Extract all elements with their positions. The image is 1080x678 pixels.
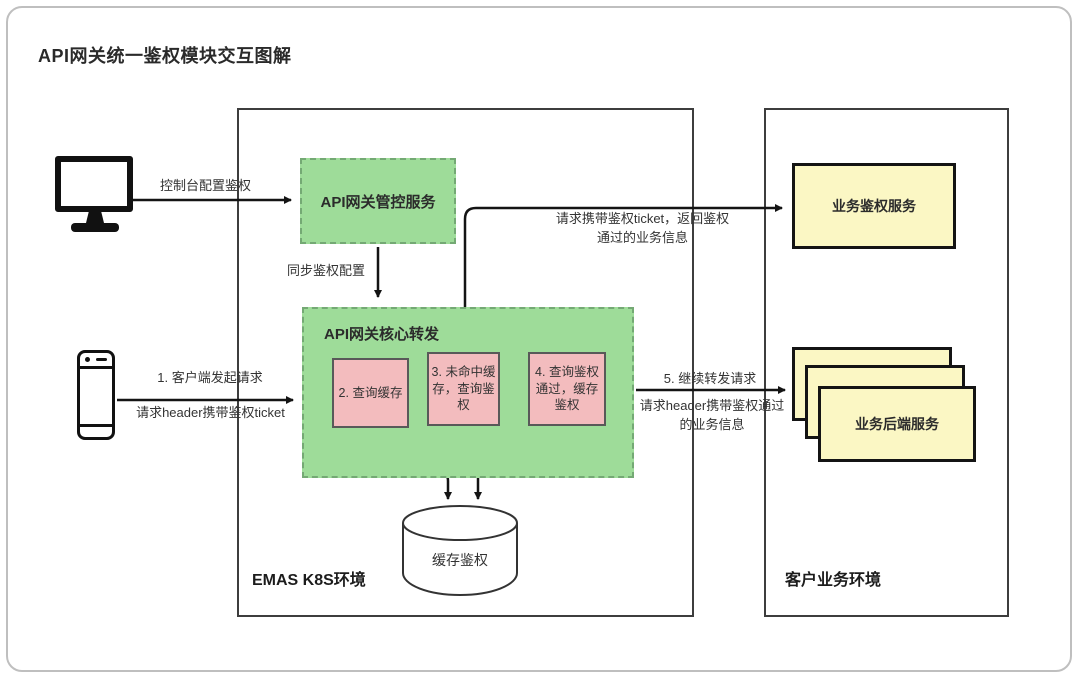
node-step4-cache-auth: 4. 查询鉴权通过，缓存鉴权: [528, 352, 606, 426]
edge-label-continue-forward: 5. 继续转发请求: [663, 371, 757, 386]
emas-environment-container: EMAS K8S环境: [237, 108, 694, 617]
node-step2-query-cache: 2. 查询缓存: [332, 358, 409, 428]
node-business-auth-service: 业务鉴权服务: [792, 163, 956, 249]
node-step3-cache-miss: 3. 未命中缓存，查询鉴权: [427, 352, 500, 426]
phone-speaker-dash: [96, 358, 107, 361]
edge-label-ticket-return: 请求携带鉴权ticket，返回鉴权通过的业务信息: [555, 211, 730, 245]
customer-environment-container: 客户业务环境: [764, 108, 1009, 617]
console-monitor-icon: [55, 156, 135, 232]
monitor-base: [71, 223, 119, 232]
node-business-backend-service: 业务后端服务: [818, 386, 976, 462]
phone-home-band: [80, 424, 112, 437]
edge-label-forward-header-info: 请求header携带鉴权通过的业务信息: [639, 398, 785, 432]
customer-environment-label: 客户业务环境: [785, 572, 882, 589]
monitor-stand: [86, 212, 104, 223]
gateway-core-label: API网关核心转发: [324, 326, 440, 343]
monitor-screen: [55, 156, 133, 212]
auth-service-label: 业务鉴权服务: [832, 198, 916, 214]
diagram-title: API网关统一鉴权模块交互图解: [38, 46, 292, 66]
step4-label: 4. 查询鉴权通过，缓存鉴权: [535, 364, 599, 413]
edge-label-sync-config: 同步鉴权配置: [287, 263, 366, 278]
gateway-mgmt-label: API网关管控服务: [320, 193, 436, 211]
edge-label-console-config: 控制台配置鉴权: [159, 178, 251, 193]
node-gateway-mgmt-service: API网关管控服务: [300, 158, 456, 244]
cache-db-label: 缓存鉴权: [432, 552, 488, 568]
backend-service-label: 业务后端服务: [855, 416, 939, 432]
edge-label-client-request: 1. 客户端发起请求: [157, 370, 263, 385]
step2-label: 2. 查询缓存: [338, 385, 403, 400]
phone-camera-dot: [85, 357, 90, 362]
step3-label: 3. 未命中缓存，查询鉴权: [431, 364, 496, 413]
client-smartphone-icon: [77, 350, 115, 440]
emas-environment-label: EMAS K8S环境: [252, 572, 366, 589]
edge-label-client-header-ticket: 请求header携带鉴权ticket: [136, 405, 285, 420]
phone-speaker-band: [80, 353, 112, 369]
